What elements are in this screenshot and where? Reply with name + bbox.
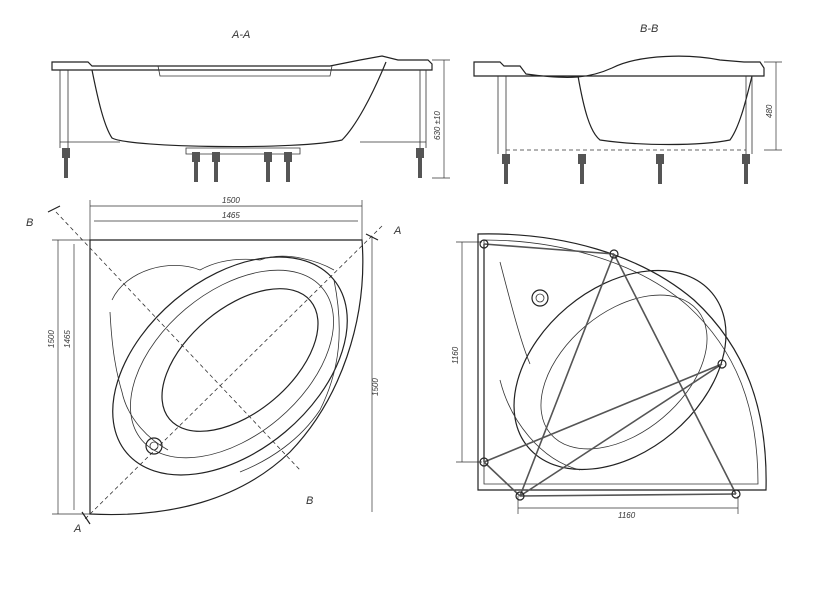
frame-joints [479,239,741,501]
section-bb-height-dim: 480 [765,104,774,118]
marker-a-top: A [393,225,401,237]
plan-bowl-outer [112,256,348,476]
frame-tub-outline [477,233,767,491]
section-aa-feet [62,148,424,182]
section-aa-label: A-A [231,29,250,41]
section-aa-bowl [91,61,387,148]
section-line-bb [55,211,301,471]
frame-tub-inner-rim [483,239,759,485]
plan-diag-dim: 1500 [371,378,380,396]
section-bb-label: B-B [640,23,658,35]
plan-side-outer: 1500 [47,330,56,348]
section-bb-frame-posts [497,76,753,154]
section-aa-height-dim-line [432,59,450,179]
marker-a-bottom: A [73,523,81,535]
plan-seat-contour-top [111,255,335,301]
plan-width-outer: 1500 [222,196,240,205]
plan-view: 1500 1465 1500 1465 1500 B A B A [26,196,401,535]
section-bb-bowl [577,75,753,146]
frame-side-dim: 1160 [451,346,460,364]
frame-view: 1160 1160 [451,233,767,520]
marker-b-top: B [26,217,33,229]
frame-drain [531,289,549,307]
plan-seat-contour-right [239,279,340,473]
plan-bowl-inner [161,288,319,432]
section-arrow-ticks [47,205,379,525]
plan-seat-contour-left [109,311,169,451]
frame-struts [483,243,737,497]
plan-side-outer-line [52,239,90,515]
section-aa-frame-posts [59,70,427,148]
plan-outline [89,239,364,516]
section-bb-feet [502,154,750,184]
plan-width-outer-line [89,200,363,240]
section-aa-rim [51,55,433,71]
plan-width-inner: 1465 [222,211,240,220]
section-bb-rim [473,55,765,78]
frame-bottom-dim: 1160 [618,511,636,520]
section-bb-height-dim-line [764,61,782,151]
marker-b-bottom: B [306,495,313,507]
section-aa-support-bar [185,147,301,155]
section-aa-height-dim: 630 ±10 [433,111,442,140]
section-line-aa [83,225,383,521]
frame-bowl-outer [513,269,727,471]
section-aa-view: A-A 630 ±10 [51,29,450,182]
plan-drain [145,437,163,455]
section-aa-headrest [157,65,333,77]
section-bb-view: B-B 480 [473,23,782,184]
plan-side-inner: 1465 [63,330,72,348]
plan-bowl-mid [130,269,334,459]
